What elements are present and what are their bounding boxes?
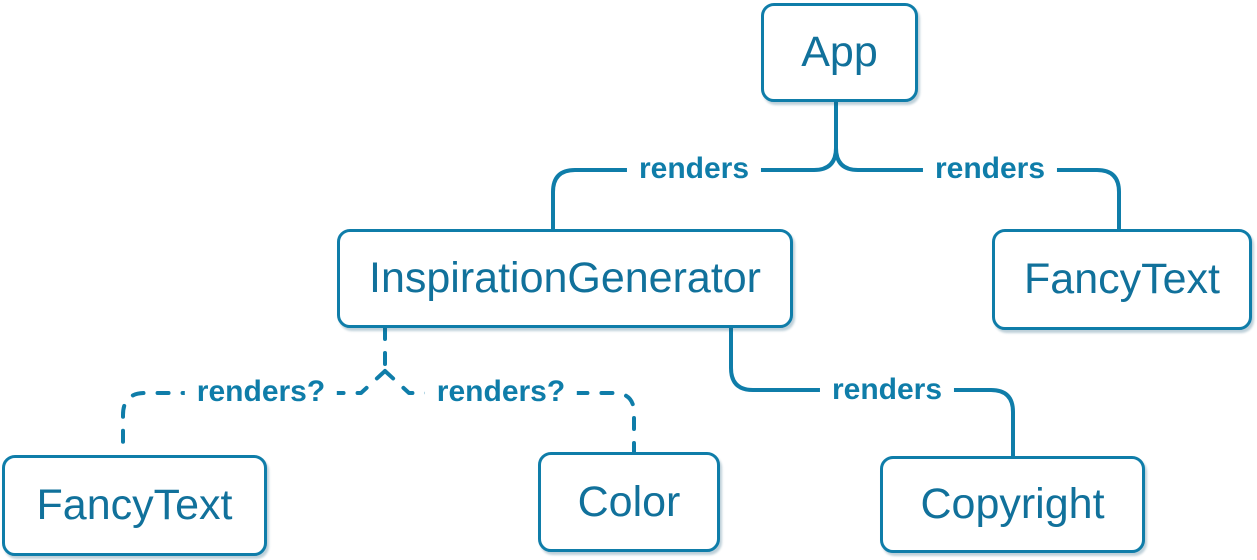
node-app: App xyxy=(761,3,918,102)
edge-label-inspirationgenerator-copyright: renders xyxy=(819,373,955,407)
edge-inspirationgenerator-to-fancytext-conditional xyxy=(121,369,387,457)
node-color: Color xyxy=(538,452,720,552)
edge-label-app-inspirationgenerator: renders xyxy=(626,152,762,186)
edge-label-conditional-color: renders? xyxy=(424,375,578,409)
node-fancy-text-top: FancyText xyxy=(992,229,1252,330)
edge-inspirationgenerator-to-color-conditional xyxy=(383,369,636,454)
edge-label-conditional-fancytext: renders? xyxy=(184,375,338,409)
node-inspiration-generator: InspirationGenerator xyxy=(337,229,793,328)
node-fancy-text-bottom: FancyText xyxy=(2,455,267,556)
edge-label-app-fancytext: renders xyxy=(922,152,1058,186)
node-copyright: Copyright xyxy=(880,456,1145,553)
